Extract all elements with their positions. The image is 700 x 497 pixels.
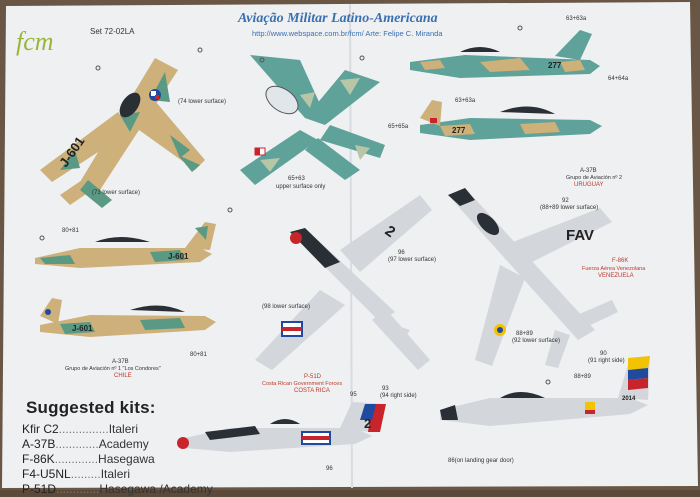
note-92: 92 xyxy=(562,198,569,204)
note-6565a: 65+65a xyxy=(388,124,409,130)
note-8081-1: 80+81 xyxy=(62,228,80,234)
caption-uruguay-1: A-37B xyxy=(580,168,597,174)
note-right-side-94: (94 right side) xyxy=(380,393,417,399)
caption-venezuela-3: VENEZUELA xyxy=(598,273,634,279)
note-upper-only: upper surface only xyxy=(276,184,325,190)
a37b-chile-side-view-1: J-601 xyxy=(35,222,216,268)
suggested-kits-panel: Suggested kits: Kfir C2...............It… xyxy=(22,398,222,497)
kit-item: Kfir C2...............Italeri xyxy=(22,422,139,436)
caption-costa-rica-3: COSTA RICA xyxy=(294,388,330,394)
note-8889-1: 88+89 xyxy=(516,331,534,337)
p51d-costa-rica-side-view: 2 xyxy=(177,402,386,452)
caption-venezuela-2: Fuerza Aérea Venezolana xyxy=(582,266,646,272)
caption-venezuela-1: F-86K xyxy=(612,258,628,264)
a37b-uruguay-side-view-1: 277 xyxy=(410,30,600,78)
note-90: 90 xyxy=(600,351,607,357)
kit-brand: Hasegawa /Academy xyxy=(99,482,213,496)
f86k-venezuela-side-view: 2014 xyxy=(440,356,650,426)
caption-uruguay-2: Grupo de Aviación nº 2 xyxy=(566,174,622,181)
note-lower-98: (98 lower surface) xyxy=(262,304,310,310)
note-96b: 96 xyxy=(326,466,333,472)
kit-item: A-37B.............Academy xyxy=(22,437,149,451)
kit-item: F-86K.............Hasegawa xyxy=(22,452,155,466)
kit-brand: Academy xyxy=(98,437,149,451)
note-8889-2: 88+89 xyxy=(574,374,592,380)
marking-j601b: J-601 xyxy=(168,252,189,261)
caption-chile-2: Grupo de Aviación nº 1 "Los Condores" xyxy=(65,365,161,372)
kit-item: F4-U5NL.........Italeri xyxy=(22,467,131,481)
kit-model: Kfir C2 xyxy=(22,422,59,436)
marking-j601c: J-601 xyxy=(72,324,93,333)
kit-model: F4-U5NL xyxy=(22,467,71,481)
note-landing-gear: 86(on landing gear door) xyxy=(448,458,514,464)
note-6363a-1: 63+63a xyxy=(566,16,587,22)
sheet-title: Aviação Militar Latino-Americana xyxy=(237,11,438,26)
note-lower-73: (73 lower surface) xyxy=(92,190,140,196)
caption-chile-3: CHILE xyxy=(114,373,132,379)
note-lower-97: (97 lower surface) xyxy=(388,257,436,263)
kit-model: F-86K xyxy=(22,452,55,466)
kit-brand: Italeri xyxy=(108,422,139,436)
marking-2014: 2014 xyxy=(622,396,636,402)
a37b-chile-side-view-2: J-601 xyxy=(40,298,216,337)
marking-277b: 277 xyxy=(452,126,466,135)
caption-costa-rica-2: Costa Rican Government Forces xyxy=(262,381,342,387)
fcm-logo: fcm xyxy=(16,27,54,56)
kit-model: A-37B xyxy=(22,437,56,451)
note-96: 96 xyxy=(398,250,405,256)
note-95: 95 xyxy=(350,392,357,398)
marking-fav: FAV xyxy=(566,227,594,244)
kit-model: P-51D xyxy=(22,482,57,496)
note-6363a-2: 63+63a xyxy=(455,98,476,104)
a37b-chile-top-view: J-601 xyxy=(40,58,205,208)
marking-2b: 2 xyxy=(364,416,371,431)
caption-costa-rica-1: P-51D xyxy=(304,374,322,380)
note-lower-74: (74 lower surface) xyxy=(178,99,226,105)
suggested-kits-title: Suggested kits: xyxy=(26,398,156,417)
note-93: 93 xyxy=(382,386,389,392)
a37b-uruguay-top-view xyxy=(240,55,385,185)
note-lower-92: (92 lower surface) xyxy=(512,338,560,344)
f86k-venezuela-top-view: FAV xyxy=(448,188,618,368)
kit-brand: Italeri xyxy=(100,467,131,481)
caption-uruguay-3: URUGUAY xyxy=(574,182,604,188)
note-lower-8889: (88+89 lower surface) xyxy=(540,205,598,211)
note-6464a: 64+64a xyxy=(608,76,629,82)
sheet-subtitle: http://www.webspace.com.br/fcm/ Arte: Fe… xyxy=(252,29,443,38)
a37b-uruguay-side-view-2: 277 xyxy=(420,100,602,140)
kit-brand: Hasegawa xyxy=(98,452,155,466)
set-code: Set 72-02LA xyxy=(90,27,135,36)
callout-letters xyxy=(39,25,551,385)
note-8081-2: 80+81 xyxy=(190,352,208,358)
marking-277a: 277 xyxy=(548,61,562,70)
p51d-costa-rica-top-view: 2 xyxy=(255,195,432,370)
note-right-side-91: (91 right side) xyxy=(588,358,625,364)
note-6563: 65+63 xyxy=(288,176,306,182)
caption-chile-1: A-37B xyxy=(112,359,129,365)
